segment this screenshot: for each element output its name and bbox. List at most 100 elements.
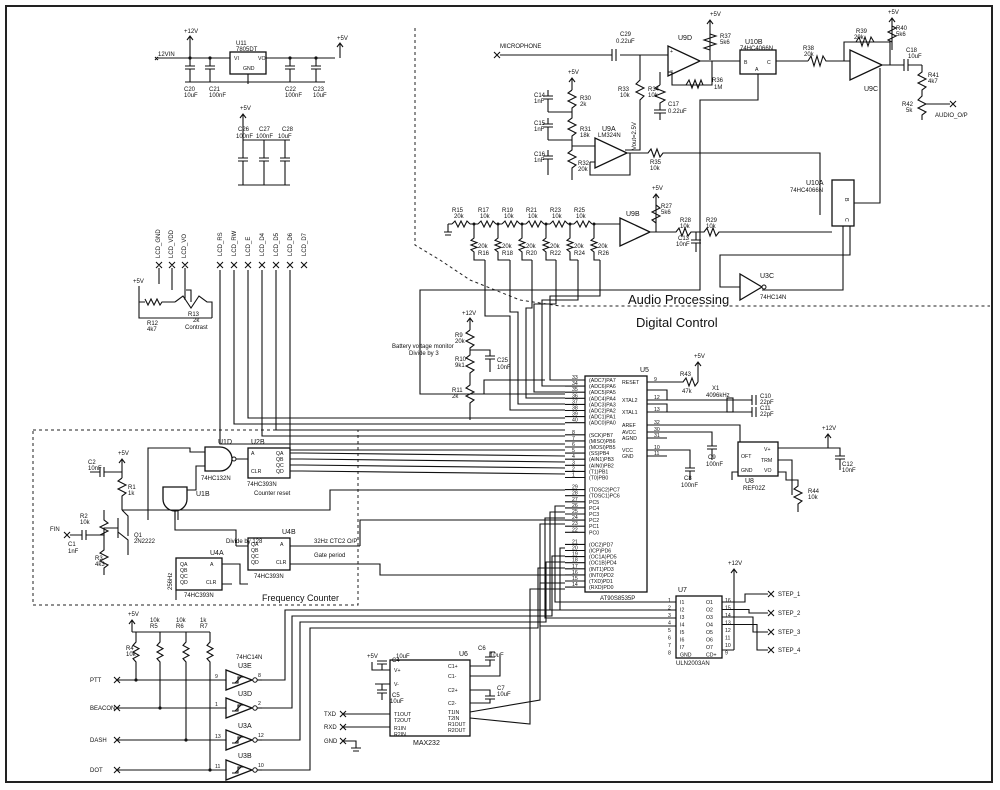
counter-reset-label: Counter reset xyxy=(254,491,291,497)
dac-bottom-ref-2: 20k xyxy=(526,244,537,250)
u5-right-pin-label-3: AREF xyxy=(622,423,636,429)
rs232-signal-txd: TXD xyxy=(324,712,337,718)
u8-vo: VO xyxy=(764,468,772,474)
svg-text:A: A xyxy=(210,562,214,568)
c9-ref: C9 xyxy=(708,455,716,461)
r1-ref: R1 xyxy=(128,485,136,491)
r9-ref: R9 xyxy=(455,333,463,339)
u10b-part: 74HC4066N xyxy=(740,46,773,52)
u5-ref: U5 xyxy=(640,367,649,374)
frequency-counter-label: Frequency Counter xyxy=(262,593,339,603)
u7-out-num-7: 9 xyxy=(725,651,728,657)
v5-label-max: +5V xyxy=(367,654,378,660)
r35-ref: R35 xyxy=(650,160,662,166)
c26-ref: C26 xyxy=(238,127,250,133)
dac-bottom-value-5: R26 xyxy=(598,251,610,257)
c16-ref: C16 xyxy=(534,152,546,158)
u4b-part: 74HC393N xyxy=(254,574,284,580)
u2b-pin-a: A xyxy=(251,451,255,457)
u8-oft: OFT xyxy=(741,454,752,460)
lcd-vdd-label: LCD_VDD xyxy=(169,229,175,258)
u5-left-pin-num-21: 24 xyxy=(572,515,578,521)
r2-ref: R2 xyxy=(80,514,88,520)
c18-value: 10uF xyxy=(908,54,922,60)
u5-left-pin-label-24: (OC2)PD7 xyxy=(589,542,613,548)
v5-label-inputs: +5V xyxy=(128,612,139,618)
svg-text:CLR: CLR xyxy=(276,560,287,566)
u7-out-label-5: O6 xyxy=(706,638,713,644)
c25-value: 10nF xyxy=(497,365,511,371)
max232-left-label-0: V+ xyxy=(394,668,401,674)
u7-in-label-4: I5 xyxy=(680,630,684,636)
r34-ref: R34 xyxy=(648,87,660,93)
r10-value: 9k1 xyxy=(455,363,465,369)
lcd-pin-terminal-4 xyxy=(272,261,280,269)
u7-ref: U7 xyxy=(678,587,687,594)
u5-right-pin-label-2: XTAL1 xyxy=(622,410,638,416)
v5-label-u9c: +5V xyxy=(888,10,899,16)
svg-text:13: 13 xyxy=(215,734,221,740)
u9b-opamp xyxy=(619,216,652,248)
gate-label: 32Hz CTC2 O/P xyxy=(314,539,357,545)
c12-value: 10nF xyxy=(842,468,856,474)
u5-right-pin-num-1: 12 xyxy=(654,395,660,401)
lcd-pin-terminal-2 xyxy=(244,261,252,269)
svg-text:QA: QA xyxy=(251,542,259,548)
v5-label-lcd: +5V xyxy=(133,279,144,285)
u5-left-pin-label-5: (ADC2)PA2 xyxy=(589,409,616,415)
audio-block: MICROPHONE C29 0.22uF U9D +− +5V R37 5k6… xyxy=(444,10,968,302)
svg-text:A: A xyxy=(755,67,759,73)
dac-ground xyxy=(444,224,452,236)
u5-left-pin-label-1: (ADC6)PA6 xyxy=(589,384,616,390)
u5-left-pin-num-26: 19 xyxy=(572,552,578,558)
r43-value: 47k xyxy=(682,389,693,395)
c5-value: 10uF xyxy=(390,699,404,705)
c26-value: 100nF xyxy=(236,134,253,140)
c4-value: 10uF xyxy=(396,654,410,660)
u4a-counter xyxy=(175,557,223,591)
dac-bottom-ref-5: 20k xyxy=(598,244,609,250)
r40-ref: R40 xyxy=(896,26,908,32)
r32-value: 20k xyxy=(578,167,589,173)
u5-left-pin-num-15: 1 xyxy=(572,473,575,479)
dac-top-value-2: 10k xyxy=(504,214,515,220)
lcd-pin-label-1: LCD_RW xyxy=(232,230,238,256)
dac-bottom-ref-3: 20k xyxy=(550,244,561,250)
input-gate-1 xyxy=(225,697,254,719)
c9-value: 100nF xyxy=(706,462,723,468)
q1-ref: Q1 xyxy=(134,533,143,539)
u5-left-pin-label-16: (TOSC2)PC7 xyxy=(589,488,620,494)
u5-left-pin-num-22: 23 xyxy=(572,521,578,527)
dac-top-value-4: 10k xyxy=(552,214,563,220)
r27-value: 5k6 xyxy=(661,210,671,216)
dac-top-ref-3: R21 xyxy=(526,208,538,214)
u5-left-pin-label-13: (AIN0)PB2 xyxy=(589,463,614,469)
c21-value: 100nF xyxy=(209,93,226,99)
c28-ref: C28 xyxy=(282,127,294,133)
c10-value: 22pF xyxy=(760,400,774,406)
step-label-2: STEP_3 xyxy=(778,630,801,636)
u7-in-label-5: I6 xyxy=(680,638,684,644)
svg-text:B: B xyxy=(843,198,849,202)
u3c-label: U3C xyxy=(760,273,774,280)
u10a-part: 74HC4066N xyxy=(790,188,823,194)
u7-part: ULN2003AN xyxy=(676,661,710,667)
max232-left-label-3: T2OUT xyxy=(394,718,412,724)
dac-top-resistor-4 xyxy=(549,219,569,229)
c7-ref: C7 xyxy=(497,686,505,692)
battery-title: Battery voltage monitor xyxy=(392,344,454,350)
c6-ref: C6 xyxy=(478,646,486,652)
u3-part: 74HC14N xyxy=(236,655,262,661)
input-signal-dash: DASH xyxy=(90,738,107,744)
u1b-nand xyxy=(162,486,188,512)
input-resistor-2 xyxy=(181,632,191,740)
step-wire-3 xyxy=(722,623,775,654)
u7-in-label-0: I1 xyxy=(680,600,684,606)
c23-ref: C23 xyxy=(313,87,325,93)
max232-left-label-2: T1OUT xyxy=(394,712,412,718)
